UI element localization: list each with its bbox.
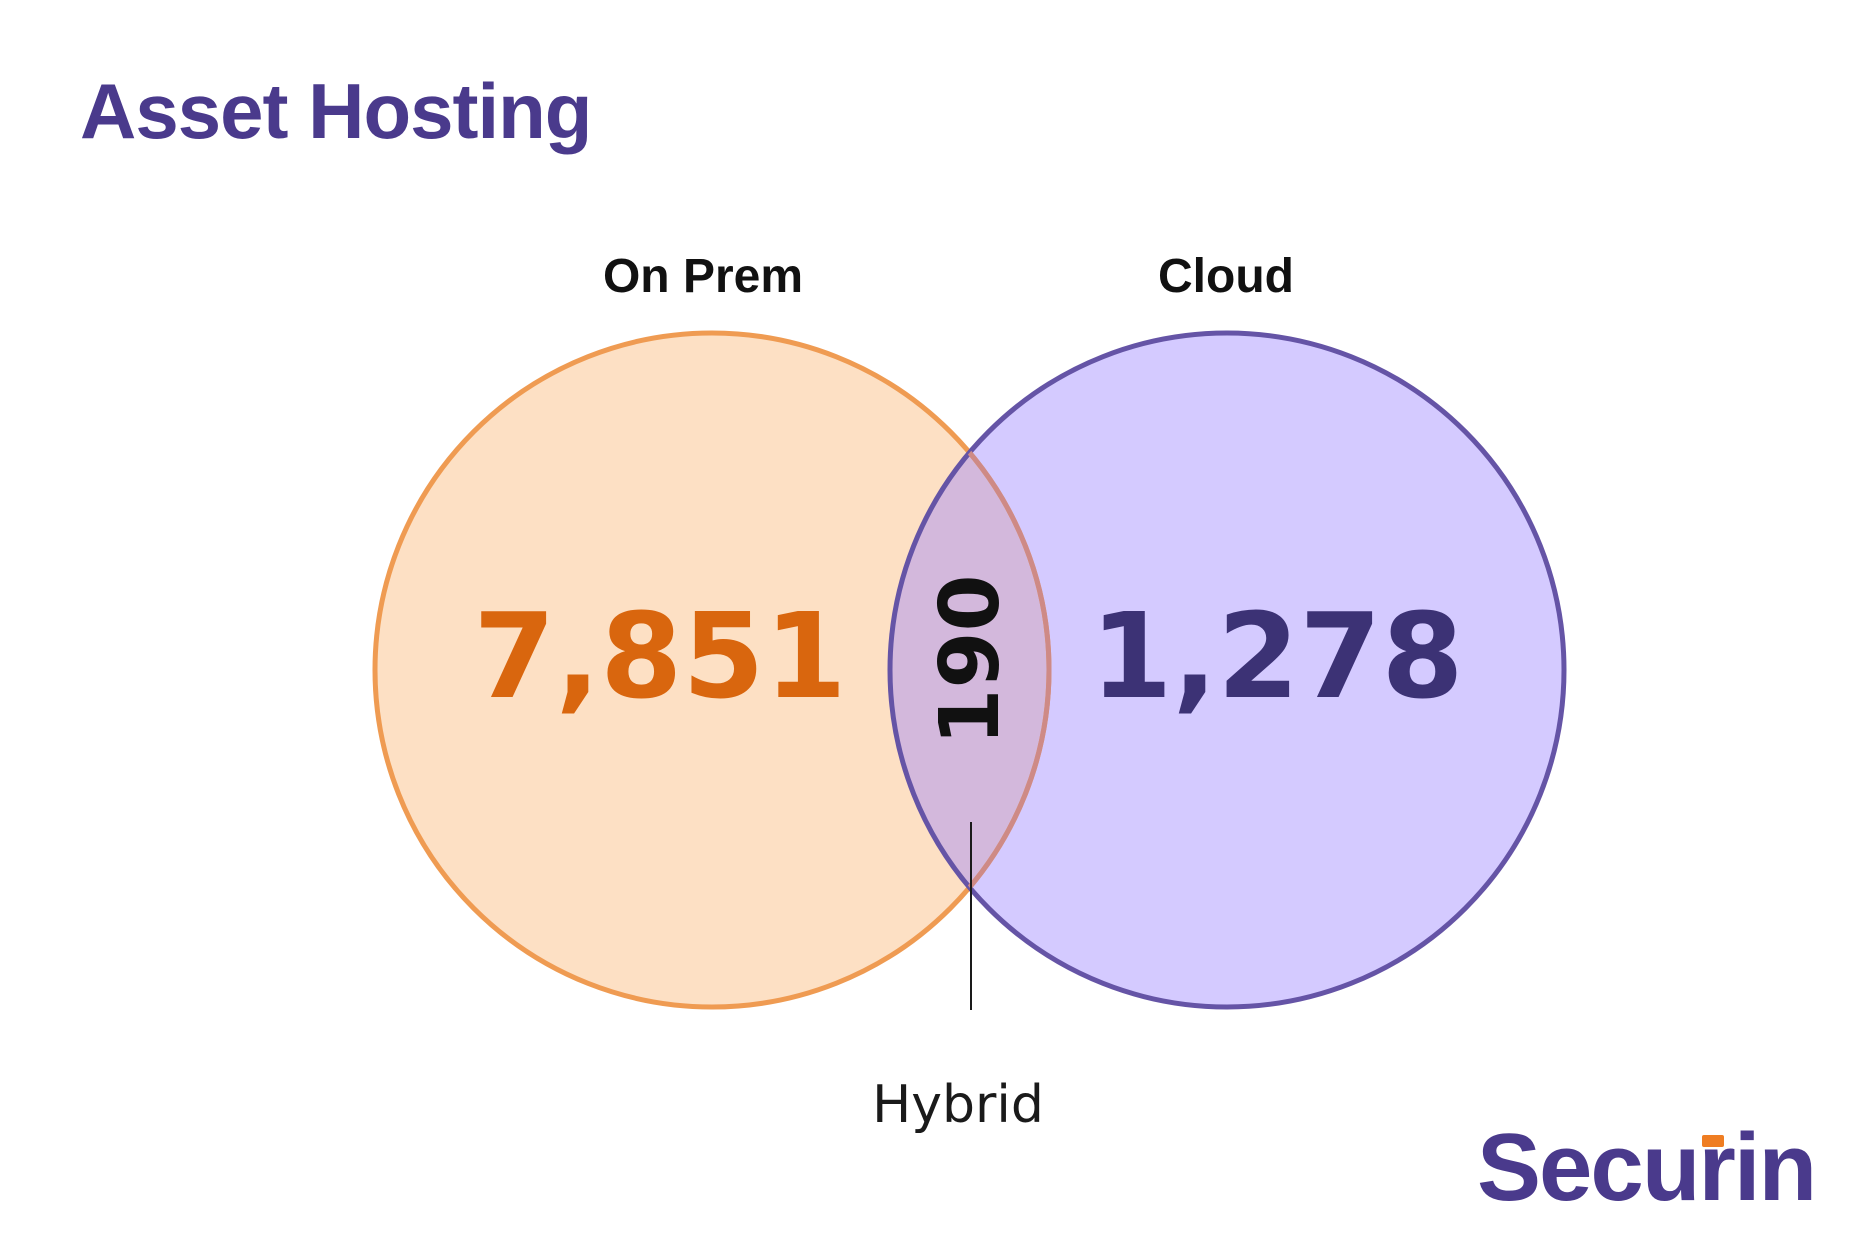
- hybrid-count: 190: [923, 574, 1018, 745]
- cloud-circle: [890, 333, 1564, 1007]
- cloud-label: Cloud: [1158, 250, 1294, 303]
- securin-logo: Securin: [1477, 1114, 1817, 1221]
- hybrid-label: Hybrid: [872, 1075, 1044, 1135]
- on-prem-label: On Prem: [603, 250, 803, 303]
- on-prem-outline-in-overlap: [890, 333, 1052, 1007]
- on-prem-count: 7,851: [473, 587, 846, 725]
- brand-accent-mark: [1702, 1135, 1724, 1147]
- page-title: Asset Hosting: [80, 67, 591, 155]
- cloud-outline: [887, 330, 1567, 1010]
- on-prem-circle: [375, 333, 1049, 1007]
- brand-wordmark: Securin: [1477, 1114, 1815, 1221]
- cloud-count: 1,278: [1090, 587, 1463, 725]
